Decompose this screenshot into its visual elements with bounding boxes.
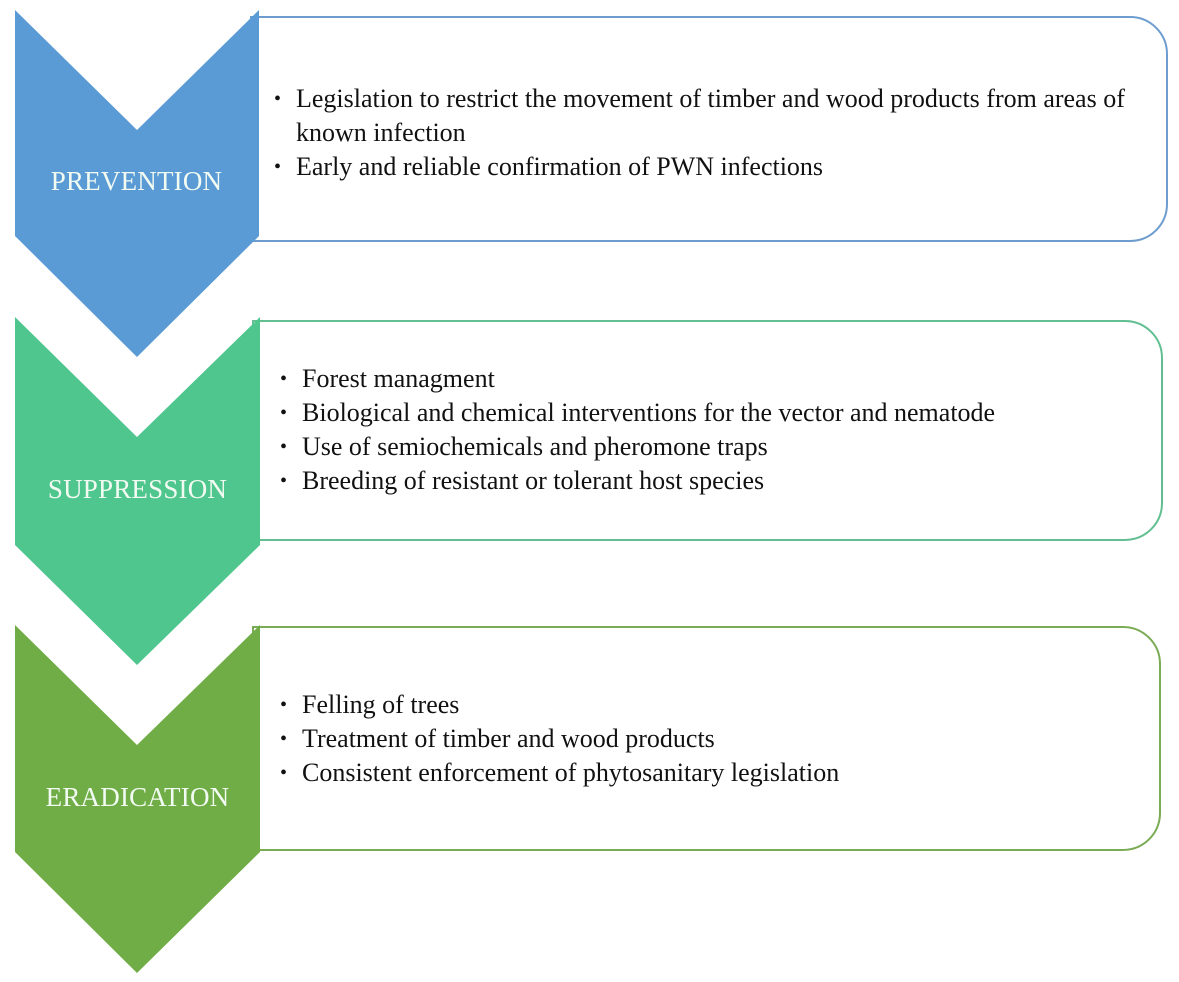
eradication-chevron bbox=[15, 625, 260, 973]
prevention-box: Legislation to restrict the movement of … bbox=[250, 16, 1168, 242]
suppression-box: Forest managment Biological and chemical… bbox=[252, 320, 1163, 541]
list-item: Biological and chemical interventions fo… bbox=[280, 396, 1150, 430]
suppression-list: Forest managment Biological and chemical… bbox=[280, 362, 1150, 498]
suppression-chevron bbox=[15, 317, 260, 665]
prevention-label: PREVENTION bbox=[50, 166, 223, 196]
list-item: Consistent enforcement of phytosanitary … bbox=[280, 756, 1150, 790]
suppression-label: SUPPRESSION bbox=[47, 474, 228, 504]
eradication-box: Felling of trees Treatment of timber and… bbox=[252, 626, 1161, 851]
list-item: Breeding of resistant or tolerant host s… bbox=[280, 464, 1150, 498]
list-item: Use of semiochemicals and pheromone trap… bbox=[280, 430, 1150, 464]
eradication-list: Felling of trees Treatment of timber and… bbox=[280, 688, 1150, 790]
prevention-chevron bbox=[15, 10, 259, 357]
list-item: Legislation to restrict the movement of … bbox=[274, 82, 1154, 150]
list-item: Forest managment bbox=[280, 362, 1150, 396]
list-item: Early and reliable confirmation of PWN i… bbox=[274, 150, 1154, 184]
list-item: Felling of trees bbox=[280, 688, 1150, 722]
eradication-label: ERADICATION bbox=[45, 782, 230, 812]
prevention-list: Legislation to restrict the movement of … bbox=[274, 82, 1154, 184]
list-item: Treatment of timber and wood products bbox=[280, 722, 1150, 756]
